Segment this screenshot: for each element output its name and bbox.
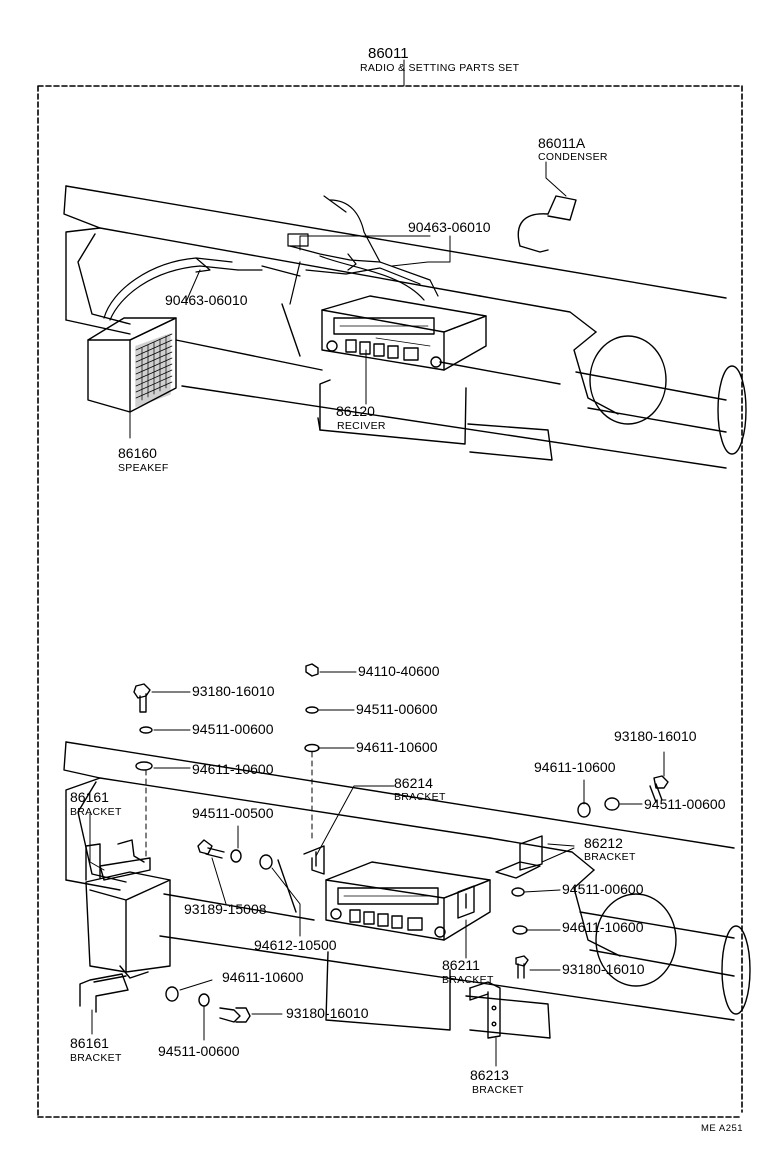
bracket-86213 [469, 981, 501, 1039]
part-label: 93189-15008 [184, 901, 267, 917]
harness-part-number-left: 90463-06010 [165, 292, 248, 308]
bracket-86161-lower-name: BRACKET [70, 1052, 122, 1064]
bracket-86161-lower-number: 86161 [70, 1035, 109, 1051]
condenser-name: CONDENSER [538, 151, 608, 163]
dashboard-top [63, 185, 747, 469]
receiver-name: RECIVER [337, 420, 386, 432]
condenser [517, 195, 577, 253]
condenser-part-number: 86011A [538, 135, 586, 151]
part-label: 94612-10500 [254, 937, 337, 953]
receiver-bottom [325, 861, 491, 941]
set-name: RADIO & SETTING PARTS SET [360, 62, 520, 74]
part-label: 94611-10600 [534, 759, 616, 775]
part-label: 93180-16010 [192, 683, 275, 699]
part-label: 94110-40600 [358, 663, 440, 679]
set-part-number: 86011 [368, 45, 409, 62]
dashboard-bottom [63, 741, 751, 1039]
bracket-86161-upper-name: BRACKET [70, 806, 122, 818]
part-label: 94511-00600 [562, 881, 644, 897]
part-label: 94611-10600 [356, 739, 438, 755]
bracket-86212-number: 86212 [584, 835, 623, 851]
part-label: 94511-00500 [192, 805, 274, 821]
speaker-grille [135, 333, 173, 401]
part-label: 94511-00600 [644, 796, 726, 812]
part-label: 94611-10600 [562, 919, 644, 935]
bracket-86211-name: BRACKET [442, 974, 494, 986]
part-label: 94611-10600 [192, 761, 274, 777]
part-label: 93180-16010 [614, 728, 697, 744]
leaders-bottom [89, 671, 665, 1067]
wiring-harness [103, 195, 439, 321]
bracket-86214-name: BRACKET [394, 791, 446, 803]
receiver [321, 295, 487, 371]
bracket-86212 [495, 835, 543, 879]
part-label: 94511-00600 [158, 1043, 240, 1059]
bracket-86211-number: 86211 [442, 957, 480, 973]
bracket-86214-number: 86214 [394, 775, 433, 791]
set-boundary [37, 85, 743, 1118]
bracket-86161-upper [85, 839, 171, 979]
speaker-part-number: 86160 [118, 445, 157, 461]
reference-code: ME A251 [701, 1123, 744, 1134]
bracket-86214 [303, 845, 325, 875]
receiver-part-number: 86120 [336, 403, 375, 419]
bracket-86213-name: BRACKET [472, 1084, 524, 1096]
harness-part-number-right: 90463-06010 [408, 219, 491, 235]
part-label: 93180-16010 [286, 1005, 369, 1021]
part-label: 94511-00600 [192, 721, 274, 737]
bracket-86161-lower [79, 973, 129, 1013]
gauge-hole [589, 335, 667, 425]
bracket-86161-upper-number: 86161 [70, 789, 109, 805]
part-label: 93180-16010 [562, 961, 645, 977]
part-label: 94611-10600 [222, 969, 304, 985]
bracket-86213-number: 86213 [470, 1067, 509, 1083]
part-label: 94511-00600 [356, 701, 438, 717]
speaker [87, 317, 177, 413]
bracket-86212-name: BRACKET [584, 851, 636, 863]
speaker-name: SPEAKEF [118, 462, 169, 474]
